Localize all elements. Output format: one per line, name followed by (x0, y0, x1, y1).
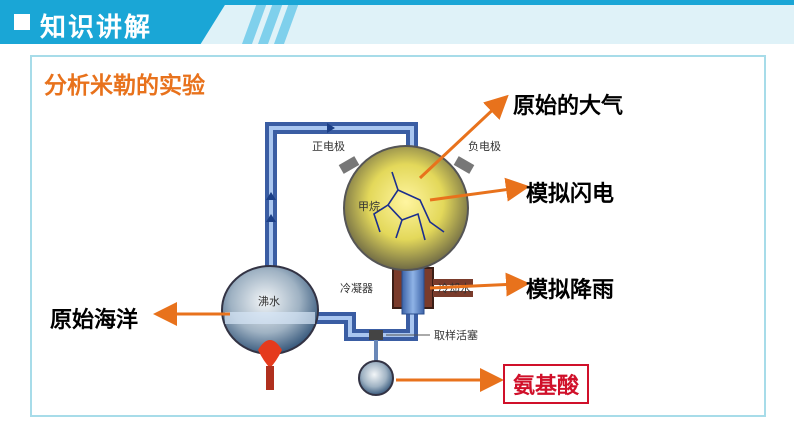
methane-label: 甲烷 (358, 199, 380, 213)
condenser-label: 冷凝器 (340, 281, 373, 295)
stopcock-icon (369, 330, 383, 340)
header-square-icon (14, 14, 30, 30)
sampling-stopcock-label: 取样活塞 (434, 328, 478, 342)
electrodes (338, 156, 475, 174)
atmosphere-arrow-icon (418, 94, 509, 180)
header-tab (0, 0, 228, 44)
reaction-sphere (343, 145, 469, 271)
header-band (0, 0, 794, 5)
lightning-arrow-icon (429, 177, 530, 202)
positive-electrode-label: 正电极 (312, 139, 345, 153)
rain-arrow-icon (429, 272, 530, 297)
lightning-label: 模拟闪电 (526, 182, 615, 207)
content-frame (30, 55, 766, 417)
atmosphere-label: 原始的大气 (513, 94, 624, 119)
ocean-label: 原始海洋 (50, 308, 139, 333)
flame-icon (258, 340, 282, 390)
orange-arrows (153, 94, 530, 392)
lightning-icon (373, 171, 445, 241)
boiling-flask (220, 265, 320, 355)
amino-acid-label: 氨基酸 (503, 364, 590, 404)
header-bar: 知识讲解 (0, 0, 794, 44)
collection-flask (358, 360, 394, 396)
rain-label: 模拟降雨 (526, 278, 615, 303)
section-subtitle: 分析米勒的实验 (44, 73, 205, 99)
boiling-water-label: 沸水 (258, 295, 280, 308)
negative-electrode-label: 负电极 (468, 139, 501, 153)
page-title: 知识讲解 (40, 13, 153, 43)
